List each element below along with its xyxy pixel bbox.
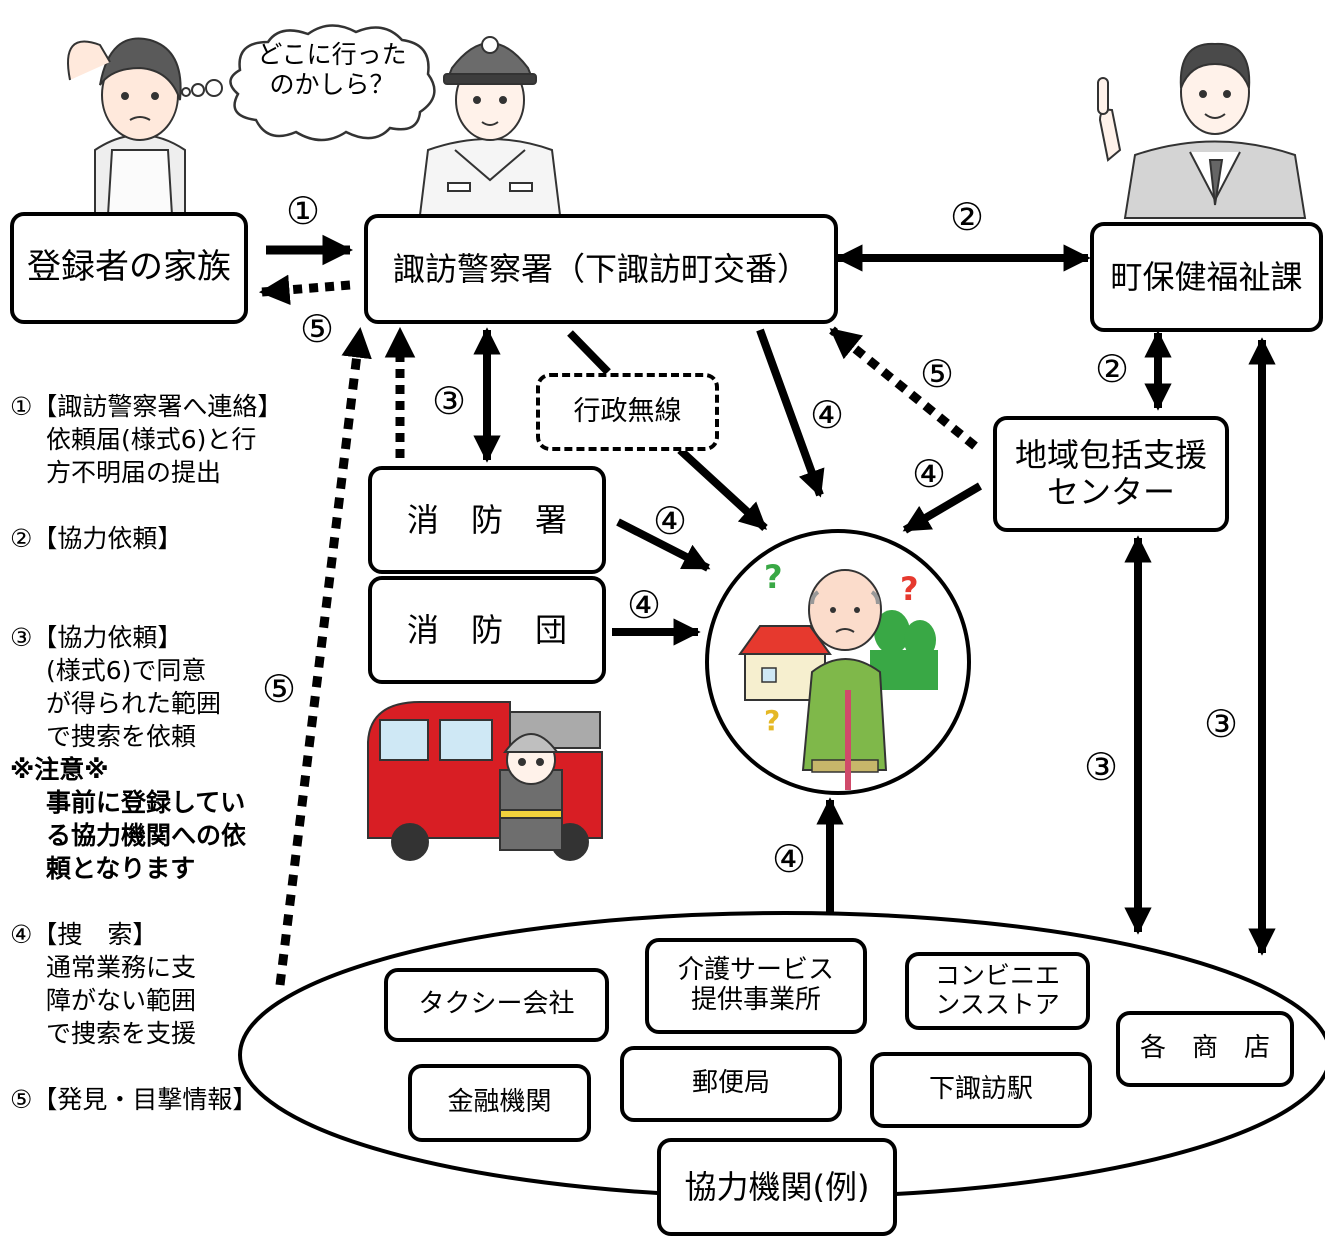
thought-bubble-line1: どこに行った — [257, 40, 407, 69]
radio-label: 行政無線 — [573, 396, 682, 428]
step-2-marker-welfare-center: ② — [1095, 347, 1130, 391]
arrow-5-police-to-family — [258, 274, 351, 306]
arrow-5-center-to-police — [829, 326, 978, 450]
step-4-marker-center: ④ — [912, 452, 947, 496]
partner-convenience-store: コンビニエ ンスストア — [905, 952, 1090, 1030]
partner-taxi-label: タクシー会社 — [418, 989, 575, 1020]
legend-step3-line2: が得られた範囲 — [46, 689, 222, 718]
partner-post-label: 郵便局 — [691, 1068, 770, 1099]
step-4-marker-fire-station: ④ — [653, 499, 688, 543]
partner-conv-label-line1: コンビニエ — [934, 961, 1060, 991]
family-woman-illustration — [67, 37, 223, 216]
svg-text:?: ? — [764, 558, 783, 596]
welfare-box: 町保健福祉課 — [1090, 222, 1323, 332]
line-police-to-radio — [567, 330, 611, 375]
support-center-box: 地域包括支援 センター — [993, 416, 1229, 532]
step-3-marker-welfare-partners: ③ — [1204, 702, 1239, 746]
fire-brigade-label: 消 防 団 — [406, 610, 567, 649]
legend-step2-title: ②【協力依頼】 — [10, 524, 183, 553]
svg-text:?: ? — [900, 570, 919, 608]
step-4-marker-police: ④ — [810, 393, 845, 437]
step-5-marker-partners: ⑤ — [262, 667, 297, 711]
legend-step5-title: ⑤【発見・目撃情報】 — [10, 1085, 258, 1114]
police-label: 諏訪警察署（下諏訪町交番） — [392, 249, 809, 288]
step-5-marker-center: ⑤ — [920, 352, 955, 396]
step-4-marker-partners: ④ — [772, 837, 807, 881]
legend-step1-line1: 依頼届(様式6)と行 — [46, 425, 257, 454]
partner-post-office: 郵便局 — [620, 1046, 842, 1122]
fire-station-box: 消 防 署 — [368, 466, 606, 574]
thought-bubble-line2: のかしら？ — [269, 70, 395, 99]
welfare-staff-illustration — [1097, 42, 1307, 219]
partner-shops: 各 商 店 — [1116, 1011, 1294, 1087]
arrow-4-center-to-person — [902, 482, 983, 534]
legend: ①【諏訪警察署へ連絡】 依頼届(様式6)と行 方不明届の提出 ②【協力依頼】 ③… — [10, 390, 310, 1116]
partners-label-box: 協力機関(例) — [657, 1138, 897, 1236]
arrow-radio-to-person — [677, 447, 768, 531]
step-5-marker-family: ⑤ — [300, 307, 335, 351]
legend-note-line1: 事前に登録してい — [46, 788, 246, 817]
step-3-marker-center-partners: ③ — [1084, 745, 1119, 789]
arrow-4-police-to-person — [756, 328, 825, 498]
legend-step3-line3: で捜索を依頼 — [46, 722, 197, 751]
legend-step4-line3: で捜索を支援 — [46, 1019, 197, 1048]
step-4-marker-fire-brigade: ④ — [627, 583, 662, 627]
partner-bank-label: 金融機関 — [447, 1087, 552, 1118]
missing-person-illustration: ? ? ? — [705, 529, 971, 795]
arrow-4-fire-station-to-person — [616, 518, 711, 572]
step-1-marker: ① — [286, 189, 321, 233]
legend-step1-title: ①【諏訪警察署へ連絡】 — [10, 392, 283, 421]
fire-brigade-box: 消 防 団 — [368, 576, 606, 684]
legend-step4-title: ④【捜 索】 — [10, 920, 158, 949]
legend-step4-line2: 障がない範囲 — [46, 986, 197, 1015]
legend-step3-line1: (様式6)で同意 — [46, 656, 207, 685]
step-2-marker-police-welfare: ② — [950, 195, 985, 239]
thought-bubble: どこに行った のかしら？ — [238, 40, 426, 128]
family-label: 登録者の家族 — [27, 247, 231, 288]
partner-bank: 金融機関 — [408, 1064, 591, 1142]
legend-step4-line1: 通常業務に支 — [46, 953, 197, 982]
support-center-label-line2: センター — [1046, 473, 1175, 511]
legend-step1-line2: 方不明届の提出 — [46, 458, 222, 487]
support-center-label-line1: 地域包括支援 — [1014, 436, 1207, 475]
police-box: 諏訪警察署（下諏訪町交番） — [364, 214, 838, 324]
welfare-label: 町保健福祉課 — [1110, 257, 1303, 296]
partner-care: 介護サービス 提供事業所 — [645, 938, 867, 1034]
partner-station: 下諏訪駅 — [870, 1052, 1092, 1128]
family-box: 登録者の家族 — [10, 212, 248, 324]
partner-taxi: タクシー会社 — [384, 968, 609, 1042]
legend-note-line2: る協力機関への依 — [46, 821, 247, 850]
step-3-marker-fire: ③ — [432, 379, 467, 423]
legend-note-title: ※注意※ — [10, 755, 109, 784]
police-officer-illustration — [418, 36, 562, 216]
legend-step3-title: ③【協力依頼】 — [10, 623, 183, 652]
partner-station-label: 下諏訪駅 — [928, 1074, 1033, 1105]
svg-text:?: ? — [764, 704, 780, 737]
partners-label: 協力機関(例) — [684, 1167, 870, 1206]
radio-box: 行政無線 — [536, 373, 719, 451]
partner-care-label-line2: 提供事業所 — [690, 985, 821, 1015]
thought-bubble-shape — [229, 24, 436, 142]
legend-note-line3: 頼となります — [46, 854, 196, 883]
fire-station-label: 消 防 署 — [406, 500, 567, 539]
partner-conv-label-line2: ンスストア — [935, 990, 1060, 1019]
partner-shops-label: 各 商 店 — [1139, 1033, 1270, 1064]
arrow-5-partners-to-police — [275, 326, 372, 986]
partner-care-label-line1: 介護サービス — [677, 955, 834, 986]
fire-truck-illustration — [367, 701, 603, 861]
